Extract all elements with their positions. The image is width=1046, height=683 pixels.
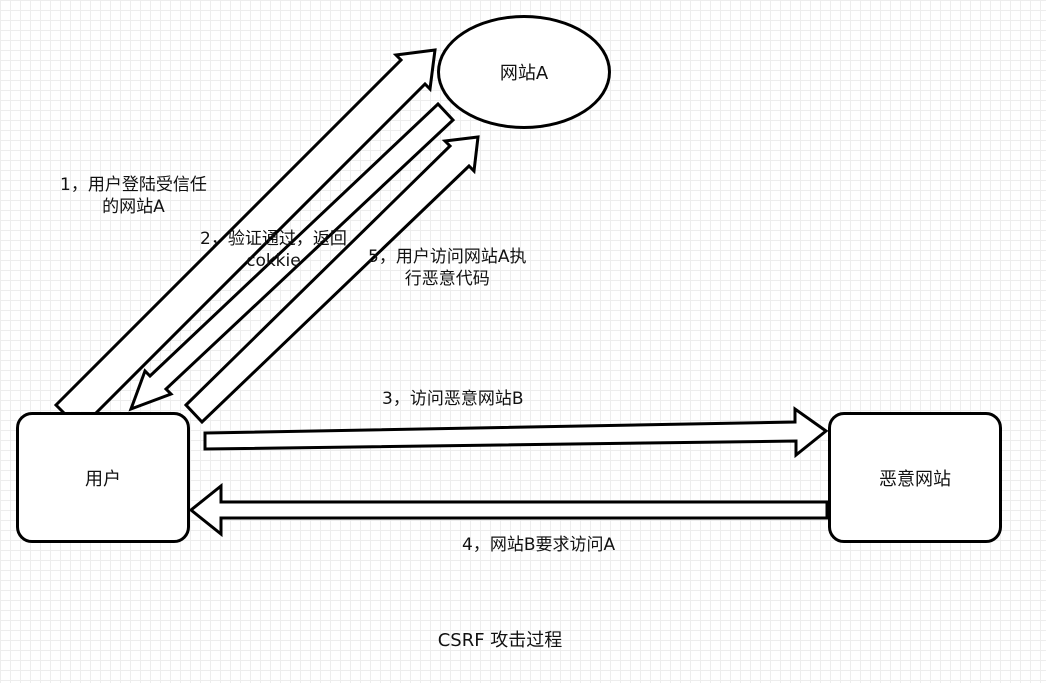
site-a-node: 网站A (437, 15, 611, 129)
step4-label: 4，网站B要求访问A (462, 535, 616, 555)
user-label: 用户 (85, 468, 121, 490)
user-node: 用户 (16, 412, 190, 543)
arrow-site-a-to-user (128, 101, 456, 412)
step1-label: 1，用户登陆受信任 的网站A (60, 175, 207, 217)
step3-label: 3，访问恶意网站B (382, 389, 524, 409)
arrow-user-exec-site-a (183, 135, 480, 425)
malicious-site-node: 恶意网站 (828, 412, 1002, 543)
arrow-user-to-malicious (203, 406, 829, 459)
diagram-caption: CSRF 攻击过程 (437, 630, 563, 651)
site-a-label: 网站A (499, 63, 549, 84)
step5-label: 5，用户访问网站A执 行恶意代码 (368, 247, 527, 289)
step2-label: 2，验证通过，返回 cokkie (200, 229, 347, 271)
malicious-site-label: 恶意网站 (879, 468, 951, 490)
arrow-malicious-to-user (188, 482, 829, 538)
